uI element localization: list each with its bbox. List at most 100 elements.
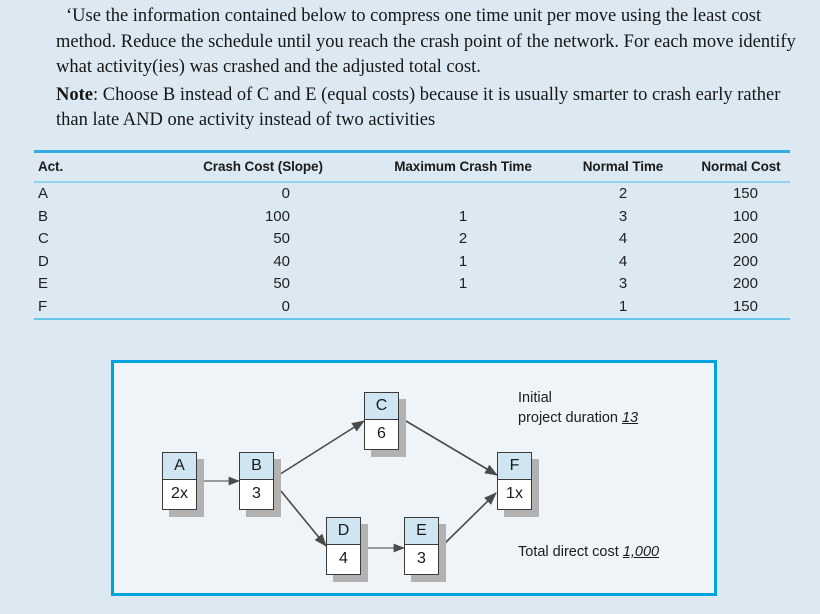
cell-slope-value: 100 <box>264 207 290 225</box>
cell-max-crash-time: 1 <box>368 251 558 274</box>
table-row: D 40 1 4 200 <box>34 251 794 274</box>
cell-normal-cost: 150 <box>688 296 794 319</box>
cell-max-crash-time: 1 <box>368 206 558 229</box>
node-duration: 2x <box>171 485 188 503</box>
edge-b-c <box>273 420 365 479</box>
cell-max-crash-time: 1 <box>368 273 558 296</box>
cell-act: E <box>38 275 49 292</box>
cell-normal-cost-value: 150 <box>732 185 758 202</box>
cell-max-crash-time: 2 <box>368 228 558 251</box>
total-direct-cost-annotation: Total direct cost 1,000 <box>518 542 659 562</box>
cell-normal-cost-value: 200 <box>732 252 758 270</box>
note-paragraph: Note: Choose B instead of C and E (equal… <box>56 83 804 134</box>
cell-slope: 100 <box>158 206 368 229</box>
cell-slope: 40 <box>158 251 368 274</box>
network-arrows <box>197 420 498 553</box>
cell-slope: 0 <box>158 183 368 206</box>
instruction-paragraph: ʻUse the information contained below to … <box>56 6 796 77</box>
node-label: F <box>498 453 531 480</box>
table-row: A 0 2 150 <box>34 183 794 206</box>
cell-act: F <box>38 297 48 315</box>
node-duration: 3 <box>417 550 426 568</box>
cell-normal-time-value: 4 <box>618 252 628 270</box>
cell-max-crash-time-value: 1 <box>458 207 468 225</box>
cell-normal-cost: 150 <box>688 183 794 206</box>
table-row: E 50 1 3 200 <box>34 273 794 296</box>
node-label: E <box>405 518 438 545</box>
cell-normal-cost: 200 <box>688 228 794 251</box>
cell-normal-time: 3 <box>558 206 688 229</box>
cell-normal-time: 3 <box>558 273 688 296</box>
cell-max-crash-time-value: 1 <box>458 252 468 270</box>
initial-duration-annotation: Initial project duration 13 <box>518 388 638 428</box>
cell-normal-cost-value: 200 <box>732 230 758 247</box>
note-label: Note <box>56 84 93 105</box>
cell-max-crash-time-value: 2 <box>458 230 468 247</box>
cell-normal-cost: 200 <box>688 273 794 296</box>
node-label: D <box>327 518 360 545</box>
column-header-slope: Crash Cost (Slope) <box>203 159 323 174</box>
cell-slope-value: 50 <box>273 275 290 292</box>
edge-b-d <box>275 484 327 547</box>
crash-cost-table: Act. Crash Cost (Slope) Maximum Crash Ti… <box>34 150 790 320</box>
cell-slope: 0 <box>158 296 368 319</box>
edge-c-f <box>405 420 498 476</box>
table: Act. Crash Cost (Slope) Maximum Crash Ti… <box>34 153 794 181</box>
cell-max-crash-time-value: 1 <box>458 275 468 292</box>
cell-slope-value: 40 <box>273 252 290 270</box>
intro-prose: ʻUse the information contained below to … <box>56 4 804 136</box>
cell-normal-time: 2 <box>558 183 688 206</box>
cell-normal-time-value: 1 <box>618 297 628 315</box>
initial-duration-label: project duration <box>518 410 618 426</box>
cell-act: B <box>38 207 49 225</box>
cell-normal-cost: 100 <box>688 206 794 229</box>
cell-act: C <box>38 230 49 247</box>
note-text: : Choose B instead of C and E (equal cos… <box>56 84 781 131</box>
node-label: C <box>365 393 398 420</box>
cell-normal-time-value: 3 <box>618 207 628 225</box>
cell-normal-time: 1 <box>558 296 688 319</box>
table-bottom-rule <box>34 318 790 320</box>
column-header-normal-cost: Normal Cost <box>701 159 781 174</box>
cell-max-crash-time <box>368 183 558 206</box>
column-header-act: Act. <box>38 159 64 174</box>
cell-act: D <box>38 252 49 270</box>
table-row: B 100 1 3 100 <box>34 206 794 229</box>
initial-duration-line1: Initial <box>518 390 552 406</box>
cell-normal-time: 4 <box>558 228 688 251</box>
cell-normal-cost-value: 200 <box>732 275 758 292</box>
node-duration: 4 <box>339 550 348 568</box>
node-label: B <box>240 453 273 480</box>
table-row: F 0 1 150 <box>34 296 794 319</box>
table-header-row: Act. Crash Cost (Slope) Maximum Crash Ti… <box>34 153 794 181</box>
total-direct-cost-label: Total direct cost <box>518 544 619 560</box>
cell-max-crash-time <box>368 296 558 319</box>
edge-e-f <box>438 492 497 550</box>
initial-duration-line2: project duration 13 <box>518 408 638 428</box>
cell-normal-cost-value: 100 <box>732 207 758 225</box>
cell-normal-cost-value: 150 <box>732 297 758 315</box>
cell-slope-value: 0 <box>281 185 290 202</box>
table-header-rule <box>34 181 790 183</box>
column-header-normal-time: Normal Time <box>582 159 664 174</box>
cell-normal-time-value: 2 <box>618 185 628 202</box>
node-duration: 3 <box>252 485 261 503</box>
initial-duration-value: 13 <box>621 410 639 426</box>
cell-act: A <box>38 185 49 202</box>
